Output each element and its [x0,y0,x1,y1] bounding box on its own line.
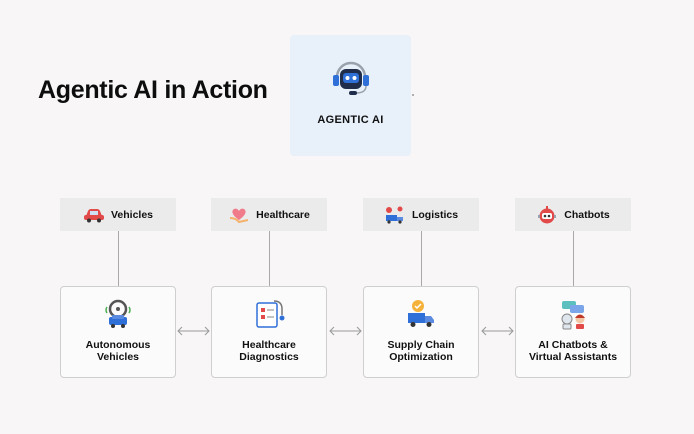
double-arrow-1 [177,326,210,336]
truck-route-icon [384,206,406,224]
medical-clipboard-icon [252,297,286,331]
card-label: Autonomous Vehicles [85,339,151,363]
agentic-ai-node: AGENTIC AI [290,35,411,156]
chat-assistant-icon [556,297,590,331]
card-autonomous-vehicles: Autonomous Vehicles [60,286,176,378]
tag-label: Logistics [411,208,459,221]
connector-logistics [421,231,422,286]
tag-label: Chatbots [564,208,610,221]
agentic-ai-label: AGENTIC AI [317,114,384,126]
tag-label: Vehicles [110,208,154,221]
steering-car-icon [101,297,135,331]
tag-label: Healthcare [256,208,310,221]
tag-vehicles: Vehicles [60,198,176,231]
card-supply-chain-optimization: Supply Chain Optimization [363,286,479,378]
stray-dot [412,94,414,96]
card-label: Supply Chain Optimization [387,339,455,363]
car-icon [83,206,105,224]
delivery-truck-icon [404,297,438,331]
tag-healthcare: Healthcare [211,198,327,231]
robot-headset-icon [330,57,372,102]
page-title: Agentic AI in Action [38,76,268,104]
connector-healthcare [269,231,270,286]
connector-chatbots [573,231,574,286]
card-ai-chatbots: AI Chatbots & Virtual Assistants [515,286,631,378]
connector-vehicles [118,231,119,286]
double-arrow-3 [481,326,514,336]
card-label: Healthcare Diagnostics [239,339,299,363]
double-arrow-2 [329,326,362,336]
chatbot-face-icon [536,205,558,224]
card-healthcare-diagnostics: Healthcare Diagnostics [211,286,327,378]
tag-chatbots: Chatbots [515,198,631,231]
heart-hand-icon [228,206,250,224]
card-label: AI Chatbots & Virtual Assistants [528,339,618,363]
tag-logistics: Logistics [363,198,479,231]
